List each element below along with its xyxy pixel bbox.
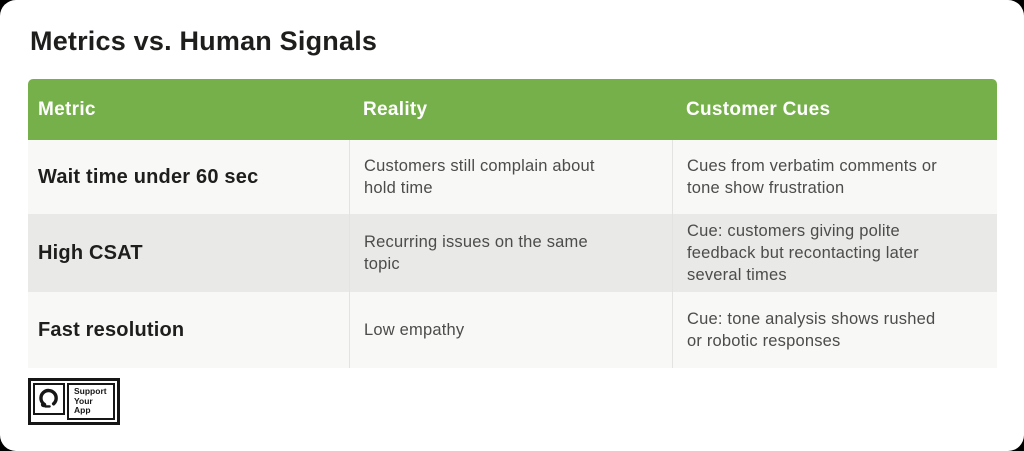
page-title: Metrics vs. Human Signals xyxy=(30,26,378,56)
cues-cell: Cue: customers giving polite feedback bu… xyxy=(672,214,997,292)
support-your-app-logo: Support Your App xyxy=(28,378,120,425)
cues-cell: Cues from verbatim comments or tone show… xyxy=(672,140,997,214)
metric-cell: High CSAT xyxy=(38,242,143,264)
table-header-row: Metric Reality Customer Cues xyxy=(28,79,997,140)
logo-text: Support Your App xyxy=(67,383,115,420)
metric-cell: Wait time under 60 sec xyxy=(38,166,259,188)
cues-cell: Cue: tone analysis shows rushed or robot… xyxy=(672,292,997,368)
reality-cell: Customers still complain about hold time xyxy=(349,140,672,214)
column-header-customer-cues: Customer Cues xyxy=(686,98,831,120)
column-header-reality: Reality xyxy=(363,98,428,120)
table-row-fast-resolution: Fast resolution Low empathy Cue: tone an… xyxy=(28,292,997,368)
metrics-table: Metric Reality Customer Cues Wait time u… xyxy=(28,79,997,368)
table-row-wait-time: Wait time under 60 sec Customers still c… xyxy=(28,140,997,214)
column-header-metric: Metric xyxy=(38,98,96,120)
reality-cell: Recurring issues on the same topic xyxy=(349,214,672,292)
metric-cell: Fast resolution xyxy=(38,319,185,341)
headset-icon xyxy=(33,383,65,415)
table-row-high-csat: High CSAT Recurring issues on the same t… xyxy=(28,214,997,292)
reality-cell: Low empathy xyxy=(349,292,672,368)
